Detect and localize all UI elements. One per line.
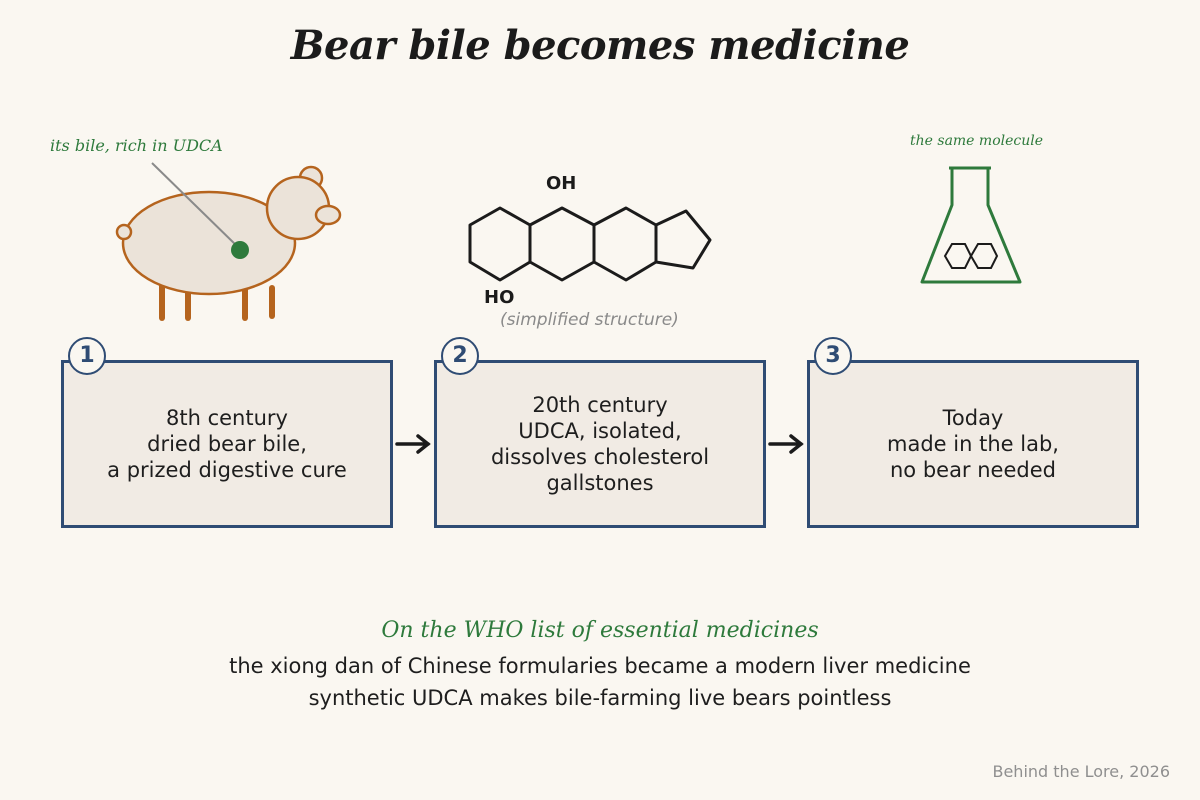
step-3-line: no bear needed (889, 458, 1056, 482)
step-text-3: Today made in the lab, no bear needed (887, 405, 1059, 483)
arrow-1-to-2 (395, 434, 431, 454)
gallbladder-dot (231, 241, 249, 259)
step-badge-2: 2 (441, 337, 479, 375)
hydroxyl-label-bottom: HO (484, 287, 515, 308)
step-2-line: dissolves cholesterol (490, 445, 710, 469)
summary-line-2: synthetic UDCA makes bile-farming live b… (308, 686, 892, 710)
summary-line-1: the xiong dan of Chinese formularies bec… (229, 654, 971, 678)
step-1-line: a prized digestive cure (107, 458, 347, 482)
step-2-line: 20th century (532, 393, 668, 417)
bile-pointer-line (151, 162, 240, 249)
step-1-line: dried bear bile, (147, 432, 307, 456)
bile-label: its bile, rich in UDCA (50, 136, 223, 155)
step-text-1: 8th century dried bear bile, a prized di… (107, 405, 347, 483)
who-highlight: On the WHO list of essential medicines (381, 618, 819, 643)
step-3-line: made in the lab, (887, 432, 1059, 456)
step-2-line: gallstones (546, 471, 654, 495)
arrow-2-to-3 (768, 434, 804, 454)
udca-structure (468, 206, 712, 282)
step-badge-1: 1 (68, 337, 106, 375)
step-1-line: 8th century (166, 406, 288, 430)
step-box-1: 8th century dried bear bile, a prized di… (61, 360, 393, 528)
step-badge-3: 3 (814, 337, 852, 375)
diagram-title: Bear bile becomes medicine (290, 22, 910, 69)
hydroxyl-label-top: OH (546, 173, 577, 194)
step-box-2: 20th century UDCA, isolated, dissolves c… (434, 360, 766, 528)
step-box-3: Today made in the lab, no bear needed (807, 360, 1139, 528)
molecule-label: the same molecule (910, 133, 1044, 149)
molecule-in-flask-icon (943, 243, 999, 269)
step-text-2: 20th century UDCA, isolated, dissolves c… (491, 392, 709, 496)
bear-illustration (115, 165, 342, 321)
step-3-line: Today (942, 406, 1004, 430)
step-2-line: UDCA, isolated, (518, 419, 682, 443)
structure-caption: (simplified structure) (500, 310, 679, 330)
credit-text: Behind the Lore, 2026 (992, 762, 1170, 781)
flask-icon (920, 166, 1022, 284)
